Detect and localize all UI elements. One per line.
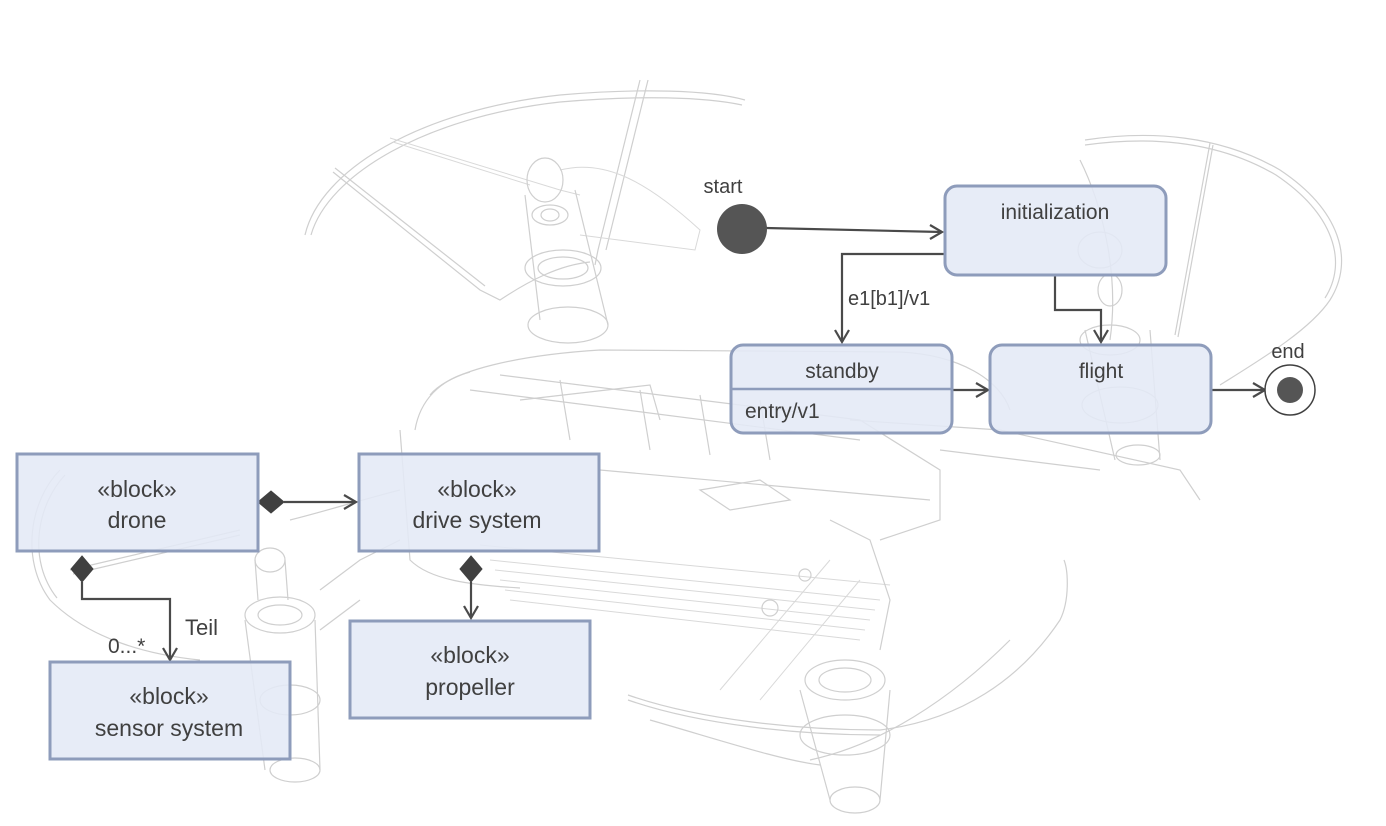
state-flight[interactable]: flight: [988, 343, 1213, 435]
block-stereotype: «block»: [129, 683, 208, 709]
final-state-label: end: [1271, 341, 1304, 363]
block-stereotype: «block»: [437, 476, 516, 502]
composition-drone-sensor-system: Teil 0...*: [70, 555, 218, 663]
propeller-guard-bottom-right: [627, 559, 1068, 814]
state-name: standby: [805, 360, 879, 383]
block-stereotype: «block»: [430, 642, 509, 668]
initial-state-label: start: [704, 176, 743, 198]
initial-state-dot: [717, 204, 767, 254]
state-internal-activity: entry/v1: [745, 400, 820, 423]
transition-standby-to-flight: [952, 382, 991, 398]
transition-start-to-initialization: [765, 224, 945, 240]
final-state-dot: [1277, 377, 1303, 403]
state-standby[interactable]: standby entry/v1: [729, 343, 954, 435]
transition-flight-to-end: [1212, 382, 1268, 398]
composition-drive-system-propeller: [459, 555, 483, 621]
drone-body: [399, 349, 1201, 701]
final-state[interactable]: end: [1264, 341, 1316, 416]
block-name: sensor system: [95, 715, 243, 741]
state-name: flight: [1079, 360, 1124, 383]
state-name: initialization: [1001, 201, 1110, 224]
block-drive-system[interactable]: «block» drive system: [357, 452, 601, 553]
motor-pod-top-left: [524, 157, 609, 344]
composition-diamond: [459, 555, 483, 583]
transition-initialization-to-flight: [1053, 276, 1109, 345]
block-sensor-system[interactable]: «block» sensor system: [48, 660, 292, 761]
composition-diamond: [257, 490, 285, 514]
transition-initialization-to-standby: [834, 252, 945, 345]
state-initialization[interactable]: initialization: [943, 184, 1168, 277]
transition-label-e1: e1[b1]/v1: [848, 288, 930, 310]
propeller-guard-top-left: [304, 79, 746, 301]
composition-drone-drive-system: [257, 490, 359, 514]
block-drone[interactable]: «block» drone: [15, 452, 260, 553]
initial-state[interactable]: start: [704, 176, 767, 254]
block-stereotype: «block»: [97, 476, 176, 502]
composition-diamond: [70, 555, 94, 583]
multiplicity-label: 0...*: [108, 635, 145, 658]
block-name: drone: [108, 507, 167, 533]
block-name: propeller: [425, 674, 515, 700]
block-name: drive system: [412, 507, 541, 533]
block-propeller[interactable]: «block» propeller: [348, 619, 592, 720]
role-label: Teil: [185, 615, 218, 640]
